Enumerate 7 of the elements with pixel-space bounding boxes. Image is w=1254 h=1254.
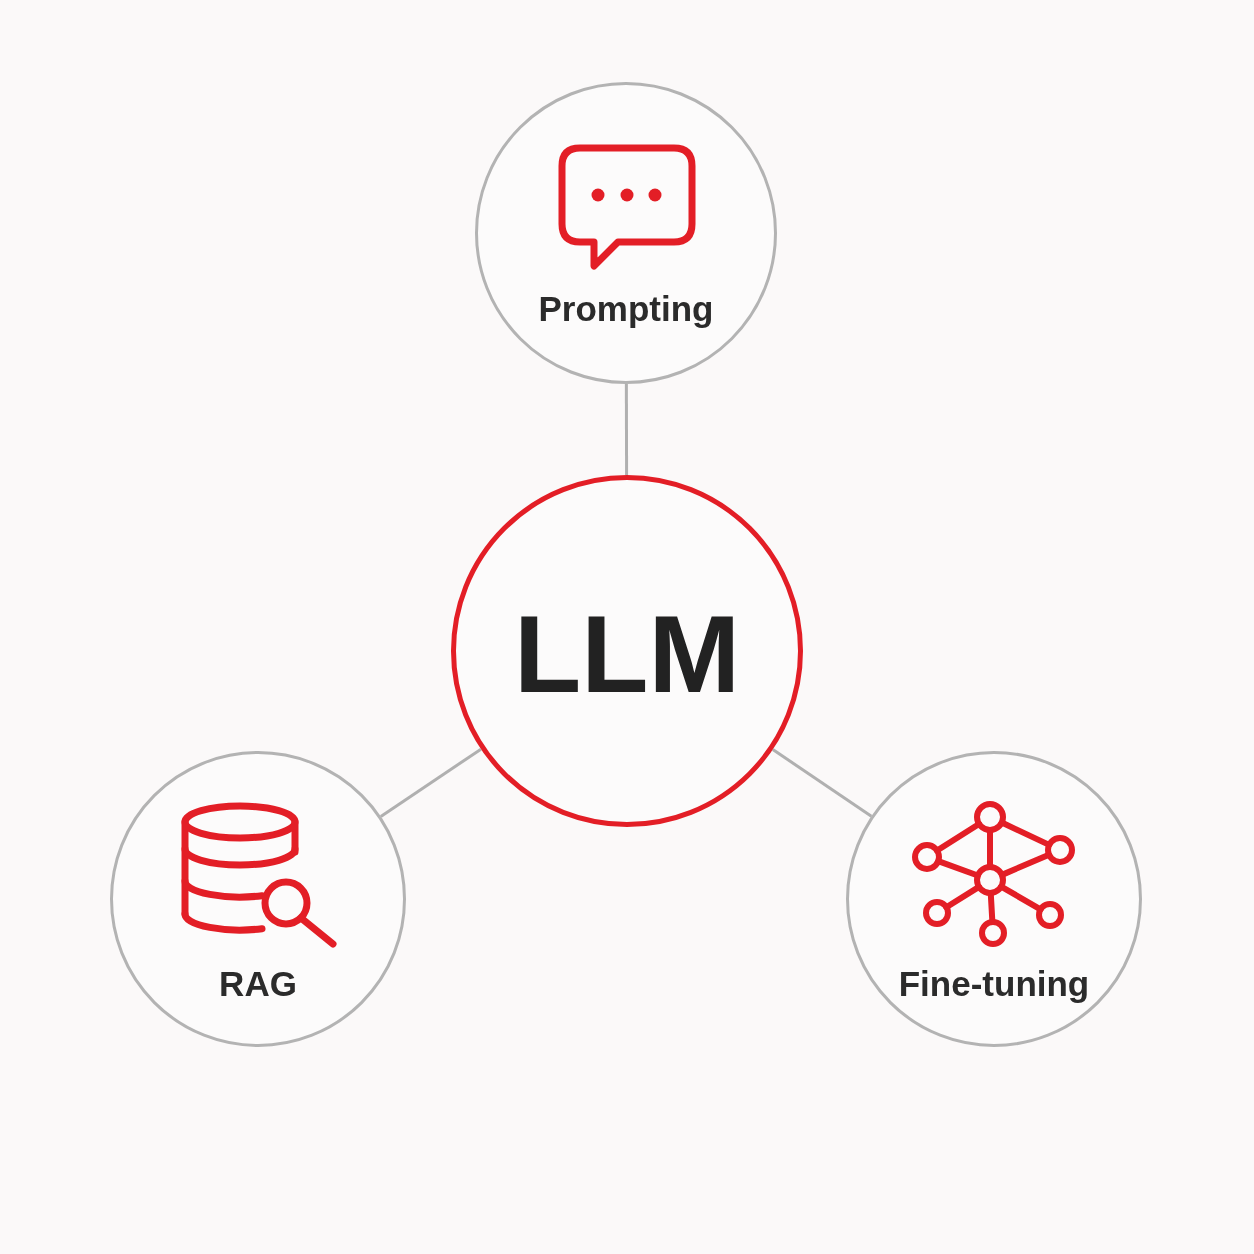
node-label: LLM [514, 591, 740, 718]
connector-line [624, 384, 629, 475]
connector-line [380, 747, 482, 818]
connector-line [772, 748, 873, 818]
node-label: RAG [219, 963, 297, 1006]
node-label: Fine-tuning [898, 963, 1090, 1006]
node-label: Prompting [538, 288, 714, 331]
